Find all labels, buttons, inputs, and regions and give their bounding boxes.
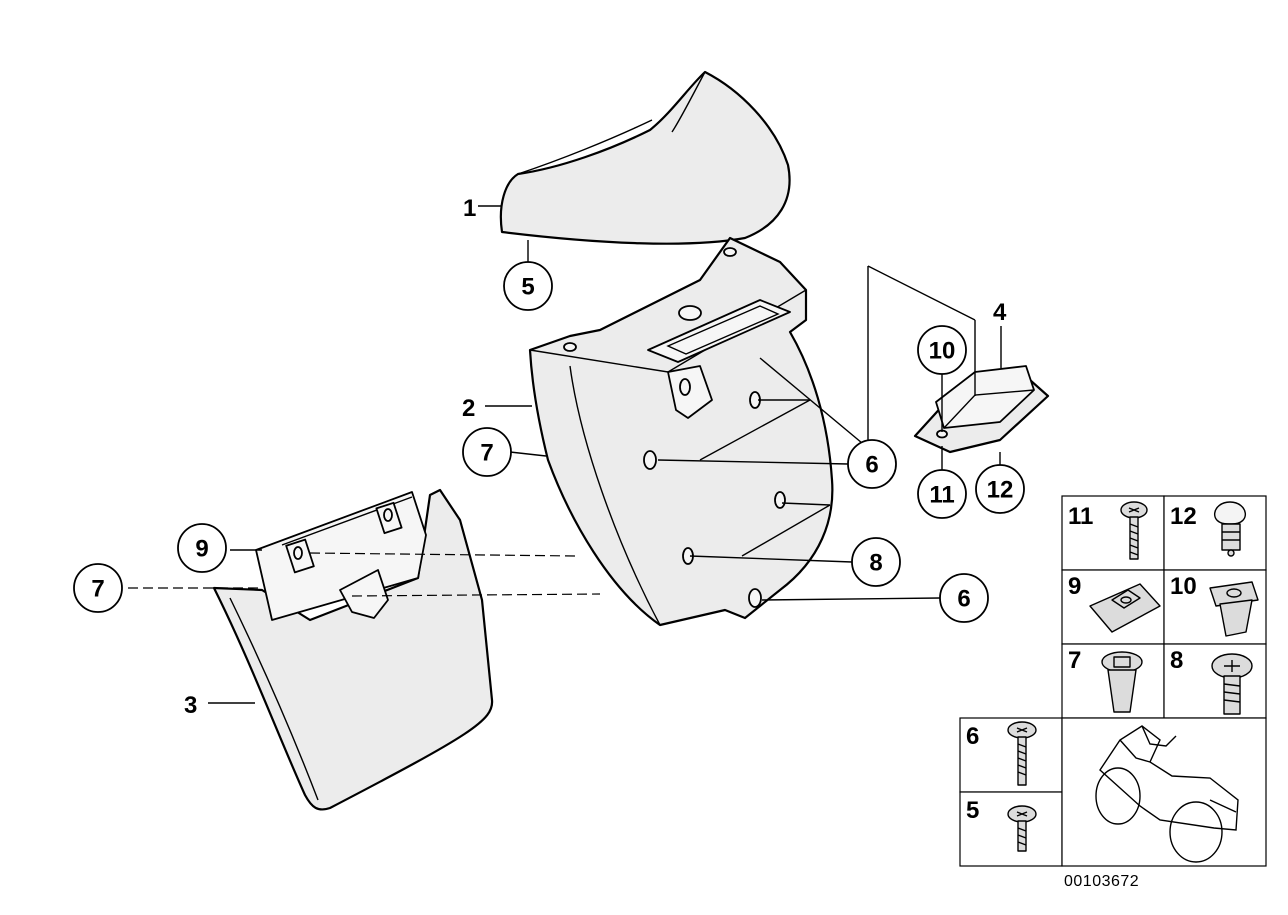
hardware-label-11: 11 (1068, 503, 1093, 530)
callout-11: 11 (917, 469, 967, 519)
thumbnail-cell (1061, 717, 1267, 867)
long-screw-icon (1007, 721, 1037, 786)
hardware-label-10: 10 (1170, 573, 1197, 600)
hardware-cell-12 (1163, 495, 1267, 571)
tail-carrier-part (528, 236, 834, 627)
callout-8: 8 (851, 537, 901, 587)
part-label-3: 3 (184, 692, 197, 719)
expanding-nut-icon (1209, 581, 1259, 637)
callout-9: 9 (177, 523, 227, 573)
callout-12: 12 (975, 464, 1025, 514)
callout-6-bottom: 6 (939, 573, 989, 623)
callout-10-text: 10 (929, 338, 956, 365)
callout-9-text: 9 (195, 536, 208, 563)
callout-5-text: 5 (521, 274, 534, 301)
hardware-table: 11 12 9 10 7 8 6 5 (959, 495, 1267, 867)
bulb-icon (1214, 501, 1246, 557)
hardware-label-7: 7 (1068, 647, 1081, 674)
hardware-label-6: 6 (966, 723, 979, 750)
motorcycle-icon (1095, 725, 1239, 863)
callout-7-left-text: 7 (91, 576, 104, 603)
callout-7-main-text: 7 (480, 440, 493, 467)
callout-12-text: 12 (987, 477, 1014, 504)
callout-8-text: 8 (869, 550, 882, 577)
callout-7-main: 7 (462, 427, 512, 477)
seat-cover-part (499, 70, 791, 245)
callout-5: 5 (503, 261, 553, 311)
leader-lines (128, 205, 1002, 704)
reference-code: 00103672 (1064, 873, 1139, 890)
screw-icon (1120, 501, 1148, 560)
part-label-1: 1 (463, 195, 476, 222)
part-label-2: 2 (462, 395, 475, 422)
spring-nut-icon (1089, 583, 1161, 633)
hardware-label-5: 5 (966, 797, 979, 824)
hardware-label-8: 8 (1170, 647, 1183, 674)
part-label-4: 4 (993, 299, 1007, 326)
mudguard-flap-part (212, 488, 494, 811)
hardware-cell-5 (959, 791, 1063, 867)
hardware-label-9: 9 (1068, 573, 1081, 600)
short-screw-icon (1007, 805, 1037, 852)
number-plate-lamp-part (913, 365, 1050, 454)
callout-6-bottom-text: 6 (957, 586, 970, 613)
hardware-label-12: 12 (1170, 503, 1197, 530)
torx-screw-icon (1211, 653, 1253, 715)
callout-11-text: 11 (929, 482, 954, 509)
callout-7-left: 7 (73, 563, 123, 613)
callout-6-top: 6 (847, 439, 897, 489)
hardware-cell-8 (1163, 643, 1267, 719)
callout-6-top-text: 6 (865, 452, 878, 479)
callout-10: 10 (917, 325, 967, 375)
rubber-nut-icon (1101, 651, 1143, 713)
